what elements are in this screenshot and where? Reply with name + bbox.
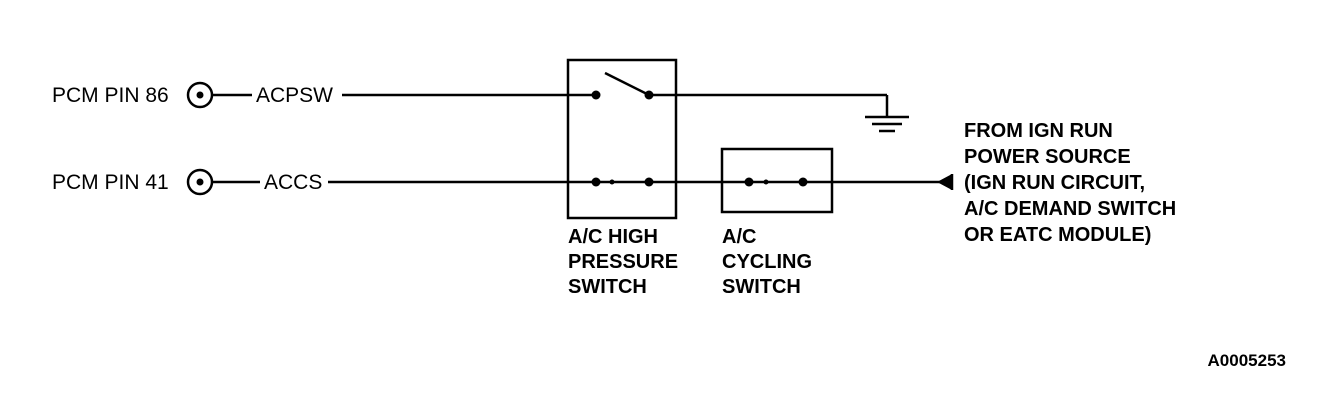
high-pressure-switch-label-line2: PRESSURE (568, 251, 678, 273)
pcm-pin-41-label: PCM PIN 41 (52, 171, 169, 194)
power-source-label-line4: A/C DEMAND SWITCH (964, 198, 1176, 220)
ground-icon (865, 95, 909, 133)
closed-switch-contact-icon (591, 177, 654, 187)
power-source-label-line5: OR EATC MODULE) (964, 224, 1151, 246)
cycling-switch-box (720, 147, 834, 214)
high-pressure-switch-label-line3: SWITCH (568, 276, 647, 298)
pin-41-connector-icon (186, 168, 214, 196)
pcm-pin-86-label: PCM PIN 86 (52, 84, 169, 107)
figure-id: A0005253 (1208, 351, 1286, 370)
high-pressure-switch-label-line1: A/C HIGH (568, 226, 658, 248)
power-source-label-line1: FROM IGN RUN (964, 120, 1113, 142)
cycling-switch-label-line3: SWITCH (722, 276, 801, 298)
connector-arrow-icon (937, 174, 954, 190)
acpsw-signal-label: ACPSW (256, 84, 333, 107)
open-switch-contact-icon (591, 71, 654, 100)
pin-86-connector-icon (186, 81, 214, 109)
cycling-switch-contact-icon (744, 177, 808, 187)
high-pressure-switch-box (566, 58, 678, 220)
cycling-switch-label-line2: CYCLING (722, 251, 812, 273)
accs-signal-label: ACCS (264, 171, 322, 194)
power-source-label-line3: (IGN RUN CIRCUIT, (964, 172, 1145, 194)
cycling-switch-label-line1: A/C (722, 226, 756, 248)
power-source-label-line2: POWER SOURCE (964, 146, 1131, 168)
